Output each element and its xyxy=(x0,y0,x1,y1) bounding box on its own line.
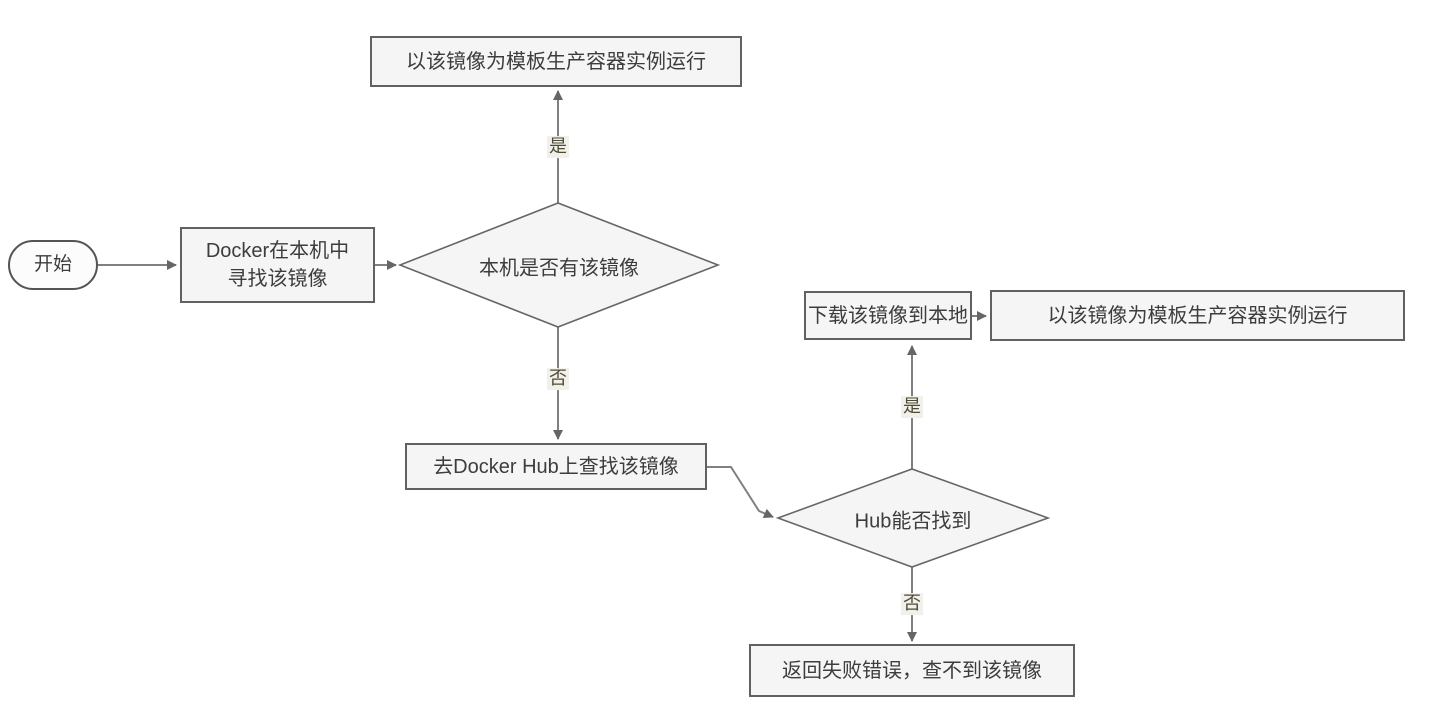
decision-hub-found-diamond xyxy=(775,468,1051,568)
node-run-instance-top: 以该镜像为模板生产容器实例运行 xyxy=(370,36,742,87)
node-search-local: Docker在本机中 寻找该镜像 xyxy=(180,227,375,303)
decision-hub-found-label: Hub能否找到 xyxy=(854,510,972,533)
arrow-search-hub-to-hub-found xyxy=(707,466,774,519)
node-start-label: 开始 xyxy=(33,253,72,275)
node-download-image-label: 下载该镜像到本地 xyxy=(808,304,968,327)
node-fail-error-label: 返回失败错误，查不到该镜像 xyxy=(782,659,1042,682)
node-start: 开始 xyxy=(8,240,98,290)
node-fail-error: 返回失败错误，查不到该镜像 xyxy=(749,644,1075,697)
node-search-local-label: Docker在本机中 寻找该镜像 xyxy=(206,237,349,293)
edge-label-hub-found-yes: 是 xyxy=(901,396,923,418)
node-download-image: 下载该镜像到本地 xyxy=(804,291,972,340)
node-search-hub: 去Docker Hub上查找该镜像 xyxy=(405,443,707,490)
node-run-instance-right-label: 以该镜像为模板生产容器实例运行 xyxy=(1047,304,1348,327)
edge-label-has-local-no: 否 xyxy=(547,368,569,390)
decision-has-local-label: 本机是否有该镜像 xyxy=(479,257,639,280)
decision-has-local-diamond xyxy=(397,202,721,328)
edge-label-has-local-yes: 是 xyxy=(547,136,569,158)
node-search-hub-label: 去Docker Hub上查找该镜像 xyxy=(433,455,679,478)
node-search-local-line2: 寻找该镜像 xyxy=(227,268,328,290)
node-run-instance-top-label: 以该镜像为模板生产容器实例运行 xyxy=(406,50,706,73)
node-search-local-line1: Docker在本机中 xyxy=(205,240,350,262)
edge-label-hub-found-no: 否 xyxy=(901,593,923,615)
node-run-instance-right: 以该镜像为模板生产容器实例运行 xyxy=(990,290,1405,341)
